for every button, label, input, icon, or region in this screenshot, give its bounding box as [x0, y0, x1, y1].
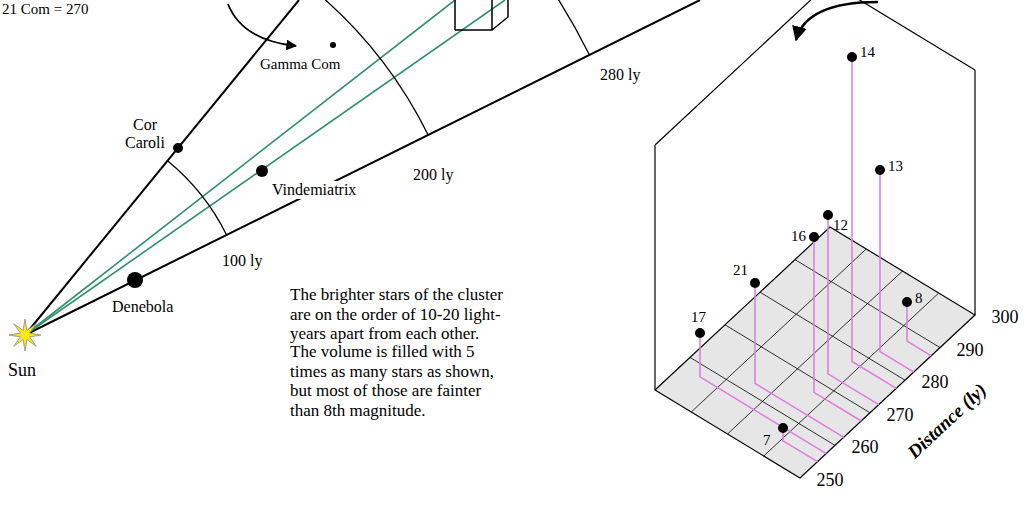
drop-line — [828, 215, 879, 405]
axis-tick-label: 270 — [887, 405, 914, 426]
pointer-arrow — [228, 4, 296, 46]
star-number: 17 — [691, 309, 706, 326]
distance-marker-holder: 280 ly — [600, 66, 640, 84]
axis-tick-label: 290 — [957, 340, 984, 361]
cluster-volume — [455, 0, 508, 30]
axis-tick-label-holder: 250 — [817, 470, 844, 491]
star-number: 7 — [763, 432, 771, 449]
axis-tick-label: 280 — [922, 372, 949, 393]
drop-line — [700, 333, 826, 454]
star-number: 16 — [791, 228, 806, 245]
star-number-holder: 16 — [791, 228, 806, 245]
drop-line — [852, 57, 896, 388]
star-name: Gamma Com — [260, 56, 340, 73]
star-name: Denebola — [112, 298, 173, 316]
note-text-holder: The brighter stars of the cluster are on… — [290, 285, 509, 344]
drop-line — [907, 302, 931, 356]
axis-tick-label-holder: 300 — [992, 307, 1019, 328]
star-number-holder: 21 — [733, 262, 748, 279]
cluster-sight-line — [25, 0, 505, 335]
star-dot — [695, 328, 705, 338]
star-number: 12 — [833, 217, 848, 234]
axis-tick-label-holder: 290 — [957, 340, 984, 361]
star-number: 21 — [733, 262, 748, 279]
star-dot — [750, 278, 760, 288]
axis-tick-label: 260 — [852, 437, 879, 458]
floor-grid — [690, 249, 940, 456]
star-dot — [330, 42, 336, 48]
note-text: The brighter stars of the cluster are on… — [290, 285, 509, 344]
star-number: 13 — [888, 158, 903, 175]
axis-tick-label-holder: 280 — [922, 372, 949, 393]
annotation: 21 Com = 270 — [2, 1, 88, 18]
star-number-holder: 14 — [860, 44, 875, 61]
star-dot — [256, 165, 268, 177]
axis-tick-label-holder: 270 — [887, 405, 914, 426]
star-dot — [823, 210, 833, 220]
axis-tick-label-holder: 260 — [852, 437, 879, 458]
drop-line — [755, 283, 844, 437]
star-dot — [127, 272, 143, 288]
sun-label-holder: Sun — [8, 360, 36, 381]
cluster-sight-line — [25, 0, 455, 335]
star-dot — [902, 297, 912, 307]
note-text-holder: The volume is filled with 5 times as man… — [290, 342, 509, 420]
drop-lines — [700, 57, 931, 462]
drop-line — [814, 237, 861, 421]
distance-arc — [168, 161, 227, 235]
annotation-holder: 21 Com = 270 — [2, 1, 88, 18]
star-number: 14 — [860, 44, 875, 61]
sun-symbol — [9, 319, 41, 351]
star-number-holder: 13 — [888, 158, 903, 175]
star-number-holder: 7 — [763, 432, 771, 449]
star-name: Vindemiatrix — [270, 181, 358, 199]
sight-line — [25, 0, 299, 335]
star-number-holder: 8 — [915, 290, 923, 307]
axis-tick-label: 300 — [992, 307, 1019, 328]
star-dot — [847, 52, 857, 62]
star-number-holder: 12 — [833, 217, 848, 234]
distance-marker: 100 ly — [222, 252, 262, 270]
star-name-holder: Denebola — [112, 298, 173, 316]
star-dot — [875, 165, 885, 175]
distance-arc — [424, 0, 590, 55]
star-number-holder: 17 — [691, 309, 706, 326]
sun-label: Sun — [8, 360, 36, 381]
zoom-arrow — [796, 2, 878, 40]
star-name-holder: Vindemiatrix — [270, 181, 358, 199]
distance-marker: 280 ly — [600, 66, 640, 84]
star-dot — [809, 232, 819, 242]
note-text: The volume is filled with 5 times as man… — [290, 342, 509, 420]
distance-marker: 200 ly — [413, 166, 453, 184]
star-name-holder: Cor Caroli — [125, 116, 165, 153]
axis-tick-label: 250 — [817, 470, 844, 491]
star-number: 8 — [915, 290, 923, 307]
distance-marker-holder: 100 ly — [222, 252, 262, 270]
sight-line — [25, 0, 700, 335]
star-name: Cor Caroli — [125, 116, 165, 153]
distance-marker-holder: 200 ly — [413, 166, 453, 184]
star-dot — [778, 423, 788, 433]
cluster-stars — [695, 52, 912, 433]
star-name-holder: Gamma Com — [260, 56, 340, 73]
box-edge — [655, 0, 975, 390]
star-dot — [173, 143, 183, 153]
